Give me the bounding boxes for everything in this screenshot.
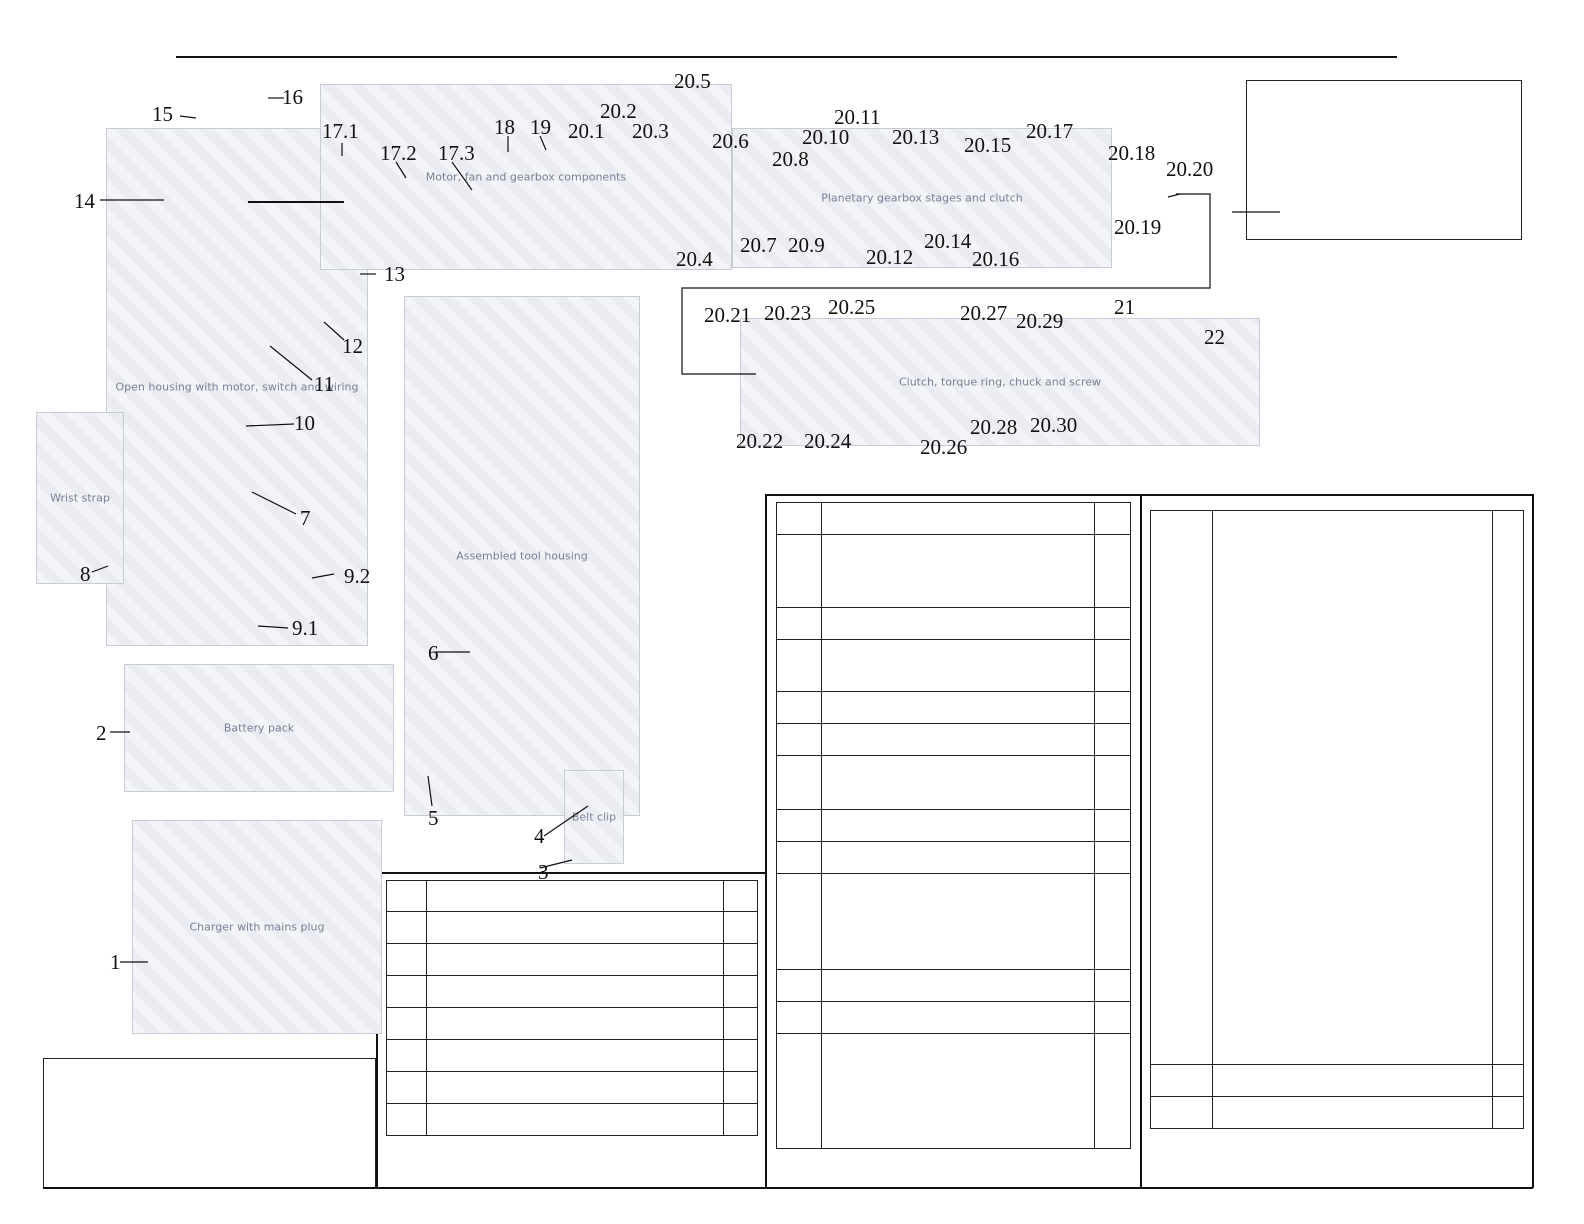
table-row	[386, 943, 758, 976]
callout-20-11: 20.11	[834, 105, 881, 129]
table-row	[776, 639, 1131, 692]
callout-4: 4	[534, 824, 545, 848]
table-row	[1150, 510, 1524, 1065]
table-row	[386, 975, 758, 1008]
callout-11: 11	[314, 372, 335, 396]
callout-22: 22	[1204, 325, 1225, 349]
table-row	[776, 969, 1131, 1002]
table-row	[776, 809, 1131, 842]
callout-10: 10	[294, 411, 315, 435]
table-row	[776, 873, 1131, 970]
callout-16: 16	[282, 85, 303, 109]
belt-clip-photo: Belt clip	[564, 770, 624, 864]
table-row	[776, 1033, 1131, 1149]
callout-8: 8	[80, 562, 91, 586]
table-row	[386, 911, 758, 944]
frame-line	[765, 494, 1533, 496]
callout-20-18: 20.18	[1108, 141, 1156, 165]
top-parts-photo: Motor, fan and gearbox components	[320, 84, 732, 270]
callout-17-1: 17.1	[322, 119, 359, 143]
callout-20-22: 20.22	[736, 429, 784, 453]
callout-15: 15	[152, 102, 173, 126]
callout-17-3: 17.3	[438, 141, 475, 165]
callout-20-27: 20.27	[960, 301, 1008, 325]
table-row	[776, 1001, 1131, 1034]
parts-table-1	[386, 880, 758, 1136]
parts-table-2	[776, 502, 1131, 1149]
callout-20-23: 20.23	[764, 301, 812, 325]
table-row	[386, 1071, 758, 1104]
callout-20-26: 20.26	[920, 435, 968, 459]
charger-photo: Charger with mains plug	[132, 820, 382, 1034]
callout-9-2: 9.2	[344, 564, 371, 588]
info-box-bottom-left	[43, 1058, 376, 1188]
callout-19: 19	[530, 115, 551, 139]
leader-line	[179, 115, 197, 119]
callout-20-5: 20.5	[674, 69, 711, 93]
callout-20-28: 20.28	[970, 415, 1018, 439]
callout-5: 5	[428, 806, 439, 830]
top-rule	[176, 56, 1397, 58]
leader-line	[1167, 193, 1181, 198]
callout-20-7: 20.7	[740, 233, 777, 257]
callout-20-24: 20.24	[804, 429, 852, 453]
callout-20-10: 20.10	[802, 125, 850, 149]
callout-20-12: 20.12	[866, 245, 914, 269]
frame-line	[1140, 494, 1142, 1188]
table-row	[776, 534, 1131, 608]
callout-20-1: 20.1	[568, 119, 605, 143]
callout-12: 12	[342, 334, 363, 358]
table-row	[1150, 1064, 1524, 1097]
frame-line	[43, 1187, 1533, 1189]
callout-9-1: 9.1	[292, 616, 319, 640]
frame-line	[376, 872, 766, 874]
table-row	[386, 880, 758, 912]
callout-2: 2	[96, 721, 107, 745]
callout-7: 7	[300, 506, 311, 530]
callout-20-8: 20.8	[772, 147, 809, 171]
callout-20-13: 20.13	[892, 125, 940, 149]
callout-20-19: 20.19	[1114, 215, 1162, 239]
info-box-top-right	[1246, 80, 1522, 240]
callout-20-14: 20.14	[924, 229, 972, 253]
callout-20-21: 20.21	[704, 303, 752, 327]
table-row	[776, 502, 1131, 535]
callout-20-17: 20.17	[1026, 119, 1074, 143]
callout-20-30: 20.30	[1030, 413, 1078, 437]
table-row	[776, 607, 1131, 640]
callout-17-2: 17.2	[380, 141, 417, 165]
parts-table-3	[1150, 510, 1524, 1129]
callout-20-2: 20.2	[600, 99, 637, 123]
tool-body-photo: Assembled tool housing	[404, 296, 640, 816]
frame-line	[1532, 494, 1534, 1188]
table-row	[776, 841, 1131, 874]
table-row	[776, 691, 1131, 724]
table-row	[776, 723, 1131, 756]
table-row	[386, 1007, 758, 1040]
table-row	[386, 1103, 758, 1136]
battery-photo: Battery pack	[124, 664, 394, 792]
callout-20-15: 20.15	[964, 133, 1012, 157]
lanyard-photo: Wrist strap	[36, 412, 124, 584]
callout-3: 3	[538, 860, 549, 884]
callout-20-4: 20.4	[676, 247, 713, 271]
callout-20-29: 20.29	[1016, 309, 1064, 333]
callout-13: 13	[384, 262, 405, 286]
table-row	[776, 755, 1131, 810]
callout-20-9: 20.9	[788, 233, 825, 257]
callout-1: 1	[110, 950, 121, 974]
callout-20-25: 20.25	[828, 295, 876, 319]
callout-20-3: 20.3	[632, 119, 669, 143]
callout-6: 6	[428, 641, 439, 665]
callout-18: 18	[494, 115, 515, 139]
table-row	[1150, 1096, 1524, 1129]
callout-20-6: 20.6	[712, 129, 749, 153]
frame-line	[765, 494, 767, 1188]
table-row	[386, 1039, 758, 1072]
callout-21: 21	[1114, 295, 1135, 319]
callout-20-16: 20.16	[972, 247, 1020, 271]
callout-14: 14	[74, 189, 95, 213]
callout-20-20: 20.20	[1166, 157, 1214, 181]
